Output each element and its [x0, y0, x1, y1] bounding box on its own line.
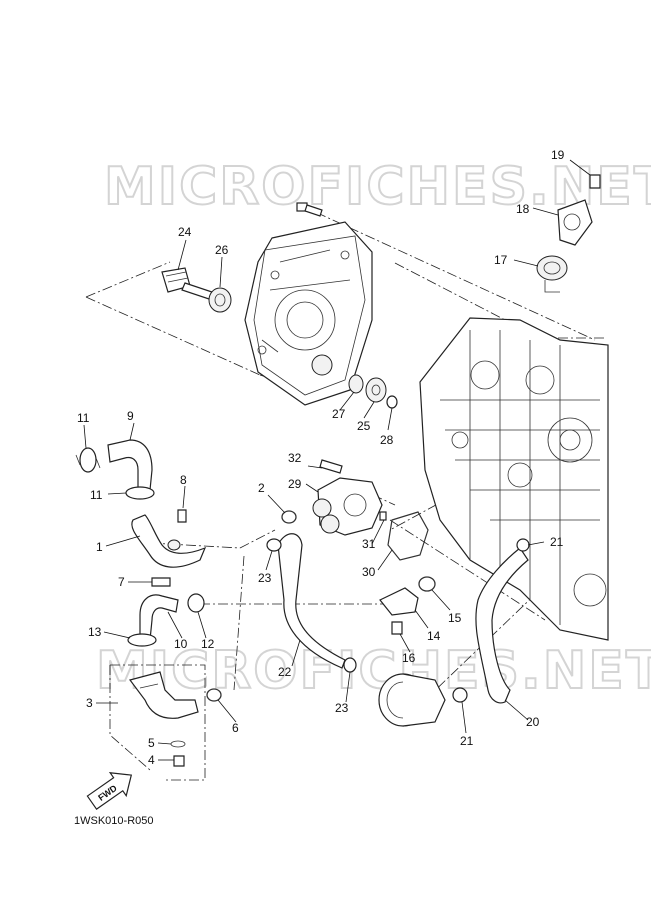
o-ring-15 — [418, 576, 436, 592]
callout-14: 14 — [427, 629, 441, 643]
callout-23-lower: 23 — [335, 701, 349, 715]
callout-21-lower: 21 — [460, 734, 474, 748]
o-ring-6 — [206, 688, 222, 702]
callout-16: 16 — [402, 651, 416, 665]
dowel-pin — [379, 511, 387, 521]
callout-11-lower: 11 — [90, 488, 103, 502]
watermark-bottom: MICROFICHES.NET — [96, 641, 651, 701]
callout-32: 32 — [288, 451, 302, 465]
pipe-fitting-14 — [379, 587, 419, 616]
clamp-23-lower — [343, 657, 357, 673]
clamp-21-upper — [516, 538, 530, 552]
clamp-11-lower — [125, 486, 155, 500]
hose-9 — [107, 439, 153, 491]
callout-28: 28 — [380, 433, 394, 447]
crankcase-cover — [244, 221, 373, 406]
fwd-arrow: FWD — [86, 772, 133, 811]
leader-lines — [83, 159, 591, 761]
hose-22 — [277, 533, 346, 669]
callout-6: 6 — [232, 721, 239, 735]
callout-15: 15 — [448, 611, 462, 625]
callout-8: 8 — [180, 473, 187, 487]
clamp-12 — [187, 593, 205, 613]
callout-27: 27 — [332, 407, 346, 421]
clamp-23-upper — [266, 538, 282, 552]
diagram-code: 1WSK010-R050 — [74, 815, 154, 827]
callout-4: 4 — [148, 753, 155, 767]
callout-5: 5 — [148, 736, 155, 750]
callout-11-upper: 11 — [77, 411, 90, 425]
o-ring-5 — [170, 740, 186, 748]
pump-gasket — [387, 511, 429, 561]
callout-18: 18 — [516, 202, 530, 216]
bolt-4 — [173, 755, 185, 767]
callout-2: 2 — [258, 481, 265, 495]
callout-21-upper: 21 — [550, 535, 564, 549]
callout-23-upper: 23 — [258, 571, 272, 585]
callout-22: 22 — [278, 665, 292, 679]
callout-29: 29 — [288, 477, 302, 491]
engine-block — [419, 317, 609, 641]
cover-bolt — [296, 202, 323, 217]
thermostat-assembly — [536, 174, 601, 293]
hose-20 — [475, 547, 529, 704]
bearings — [348, 374, 398, 409]
water-pump-housing — [312, 477, 383, 536]
clamp-13 — [127, 633, 157, 647]
callout-25: 25 — [357, 419, 371, 433]
callout-19: 19 — [551, 148, 565, 162]
bolt-7 — [151, 577, 171, 587]
clamp-21-lower — [452, 687, 468, 703]
callout-7: 7 — [118, 575, 125, 589]
o-ring-2 — [281, 510, 297, 524]
mechanical-seal — [208, 287, 232, 313]
callout-30: 30 — [362, 565, 376, 579]
callout-31: 31 — [362, 537, 376, 551]
bolt-8 — [177, 509, 187, 523]
pipe-assembly-3 — [128, 671, 199, 719]
callout-24: 24 — [178, 225, 192, 239]
callout-10: 10 — [174, 637, 188, 651]
impeller-shaft — [161, 267, 216, 301]
pump-bolt — [319, 459, 343, 474]
pipe-1 — [131, 514, 207, 568]
watermark-top: MICROFICHES.NET — [104, 157, 651, 217]
hose-10 — [139, 594, 179, 641]
callout-17: 17 — [494, 253, 508, 267]
callout-1: 1 — [96, 540, 103, 554]
oil-cooler — [378, 673, 446, 727]
callout-12: 12 — [201, 637, 215, 651]
callout-9: 9 — [127, 409, 134, 423]
clamp-11-upper — [75, 447, 101, 473]
callouts: 19 18 17 24 26 27 25 28 11 9 11 8 32 29 … — [77, 148, 565, 767]
callout-13: 13 — [88, 625, 102, 639]
callout-3: 3 — [86, 696, 93, 710]
callout-20: 20 — [526, 715, 540, 729]
bolt-16 — [391, 621, 403, 635]
callout-26: 26 — [215, 243, 229, 257]
